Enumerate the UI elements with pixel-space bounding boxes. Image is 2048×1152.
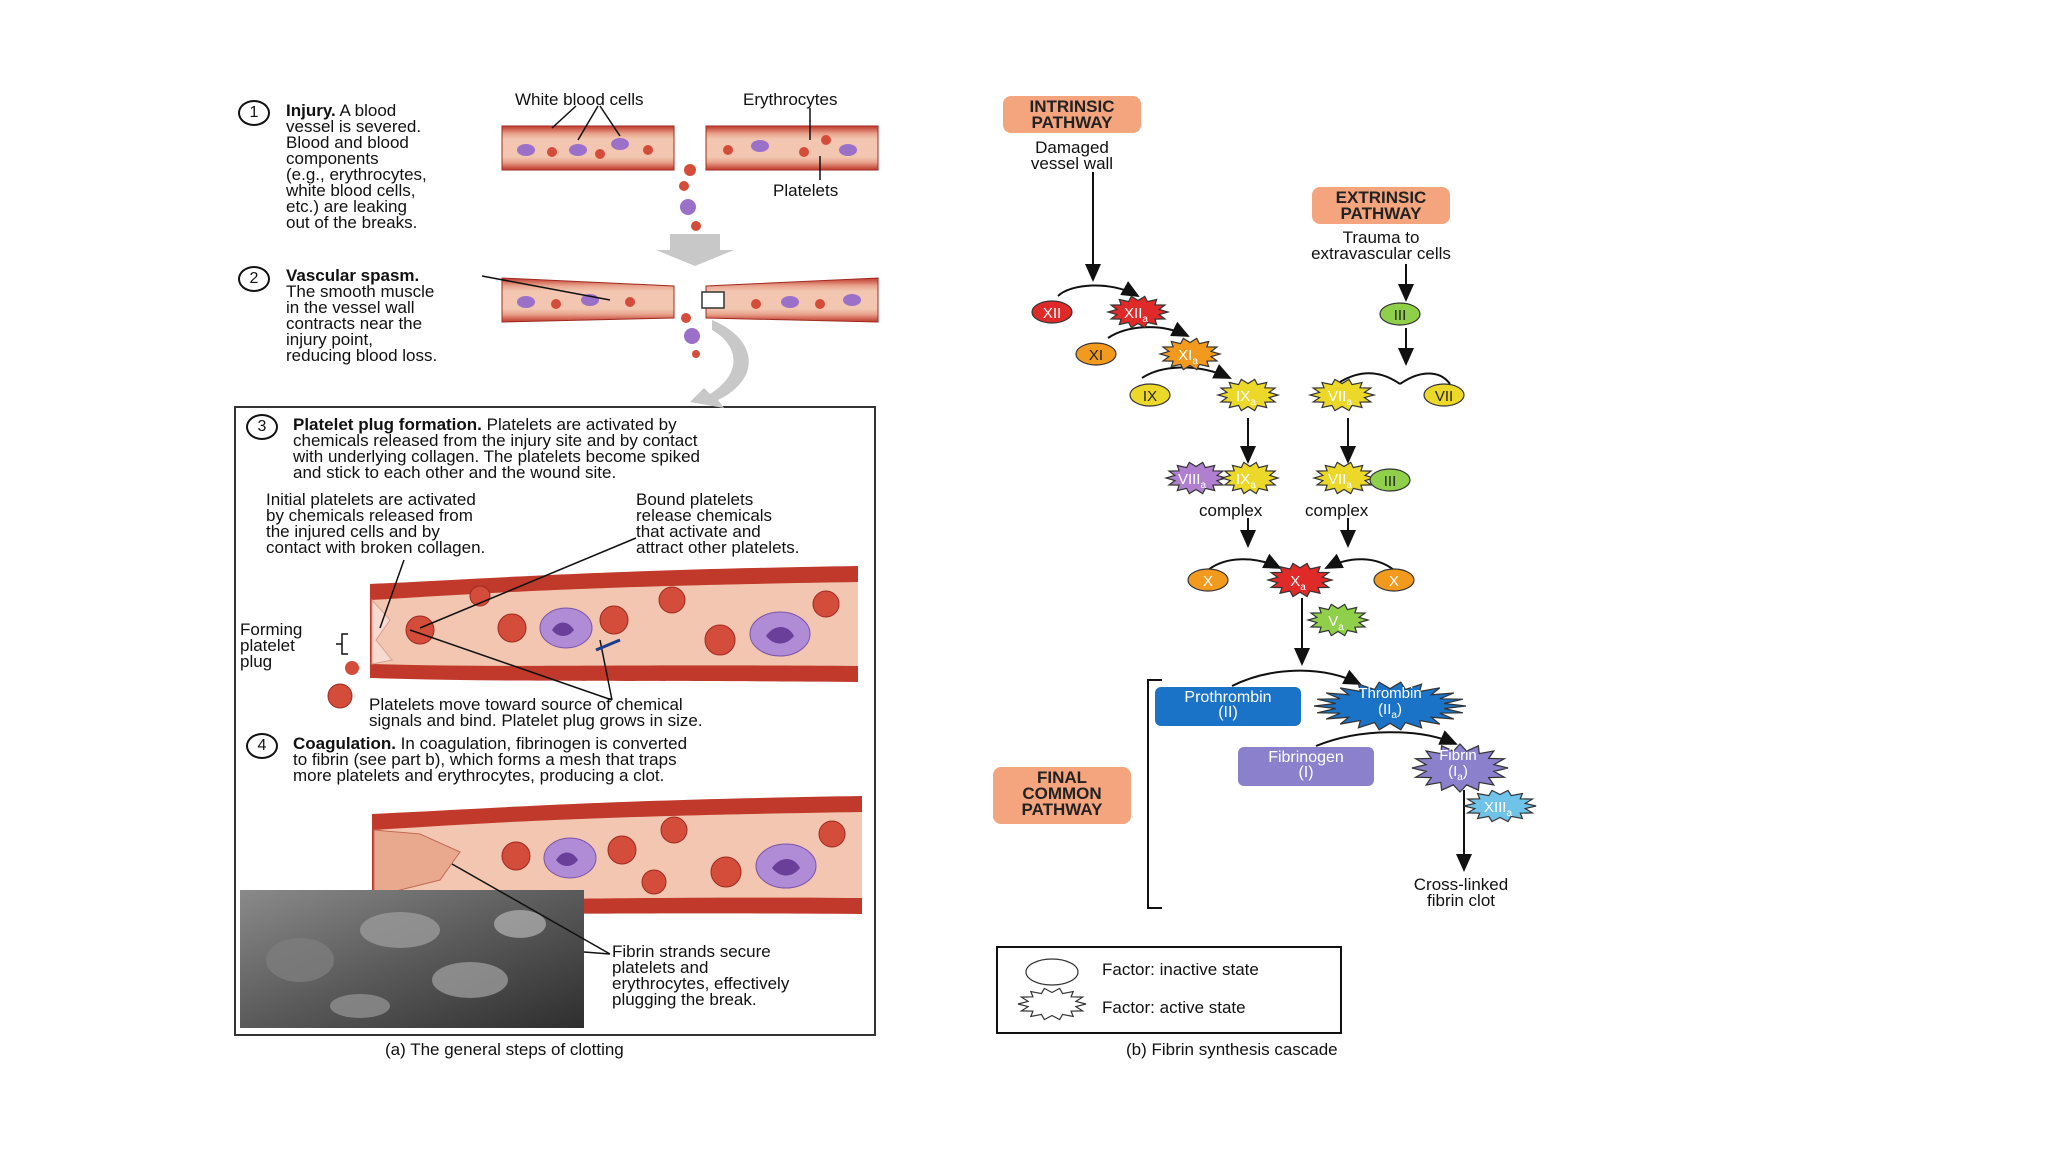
step1-title: Injury. [286,101,336,120]
legend-active-label: Factor: active state [1102,998,1246,1017]
label-thrombin-code: (IIa) [1378,701,1402,721]
note-bound-platelets: Bound platelets release chemicals that a… [636,490,800,557]
factor-shapes [1017,295,1537,1021]
label-forming-platelet-plug: Forming platelet plug [240,620,303,671]
caption-general-steps: (a) The general steps of clotting [385,1040,624,1059]
label-viii-complex: VIIIa [1178,471,1207,491]
factor-ixa [1215,378,1281,412]
label-erythrocytes: Erythrocytes [743,90,838,109]
vessel-spasm [481,275,879,408]
factor-xi [1075,342,1117,366]
factor-viia-complex [1311,461,1377,495]
step1-text: Injury. A blood vessel is severed. Blood… [286,101,427,232]
step2-title: Vascular spasm. [286,266,420,285]
step4-text: Coagulation. In coagulation, fibrinogen … [293,734,688,785]
label-fibrin-code: (Ia) [1448,763,1468,783]
label-ixa-complex: IXa [1236,471,1256,491]
step3-number: 3 [246,414,278,440]
complex-right-label: complex [1305,501,1369,520]
label-x-left: X [1203,573,1213,590]
factor-xa [1265,562,1335,598]
label-thrombin: Thrombin [1358,685,1421,702]
white-blood-cell [517,144,535,156]
factor-x-left [1187,568,1229,592]
factor-xii [1031,300,1073,324]
factor-viia [1307,378,1377,412]
vessel-coagulation [240,796,862,1028]
step3-title: Platelet plug formation. [293,415,482,434]
label-viia-complex: VIIa [1328,471,1352,491]
thrombin-burst [1313,681,1467,731]
vessel-severed [501,105,879,242]
label-fibrin: Fibrin [1439,747,1477,764]
factor-iii-complex [1369,468,1411,492]
white-blood-cell [751,140,769,152]
step1-number: 1 [238,100,270,126]
forming-plug [371,598,393,665]
label-x-right: X [1389,573,1399,590]
white-blood-cell [569,144,587,156]
complex-left-label: complex [1199,501,1263,520]
label-xi: XI [1089,347,1103,364]
label-white-blood-cells: White blood cells [515,90,644,109]
label-iii-complex: III [1384,473,1397,490]
step4-number: 4 [246,733,278,759]
label-xiiia: XIIIa [1484,799,1513,819]
note-initial-platelets: Initial platelets are activated by chemi… [266,490,486,557]
vessel-platelet-plug [327,537,858,709]
label-iii: III [1394,307,1407,324]
note-fibrin-strands: Fibrin strands secure platelets and eryt… [612,942,790,1009]
label-va: Va [1328,613,1344,633]
label-ixa: IXa [1236,388,1256,408]
factor-labels: XII XIIa XI XIa IX IXa III VIIa VII VIII… [1043,305,1513,819]
down-arrow-icon [656,234,734,266]
label-ix: IX [1143,388,1157,405]
factor-xiia [1105,295,1171,329]
factor-va [1305,603,1371,637]
legend-inactive-shape [1025,958,1079,986]
factor-xiiia [1463,789,1537,823]
factor-xia [1157,337,1223,371]
factor-x-right [1373,568,1415,592]
white-blood-cell [839,144,857,156]
fibrinogen-box: Fibrinogen(I) [1238,747,1374,786]
legend-active-shape [1017,987,1087,1021]
label-vii: VII [1435,388,1453,405]
legend-inactive-label: Factor: inactive state [1102,960,1259,979]
fibrin-burst [1411,743,1509,793]
step2-number: 2 [238,266,270,292]
factor-ix [1129,383,1171,407]
zoom-inset-marker [701,291,725,309]
factor-viii-complex [1163,461,1229,495]
prothrombin-box: Prothrombin(II) [1155,687,1301,726]
label-viia: VIIa [1328,388,1352,408]
step4-title: Coagulation. [293,734,396,753]
step2-text: Vascular spasm. The smooth muscle in the… [286,266,438,365]
label-xii: XII [1043,305,1061,322]
label-xa: Xa [1290,573,1306,593]
curved-arrow-icon [690,320,749,408]
factor-iii [1379,302,1421,326]
step3-text: Platelet plug formation. Platelets are a… [293,415,700,482]
factor-ixa-complex [1219,461,1281,495]
white-blood-cell [611,138,629,150]
factor-vii [1423,383,1465,407]
caption-fibrin-cascade: (b) Fibrin synthesis cascade [1126,1040,1338,1059]
note-platelets-move: Platelets move toward source of chemical… [369,695,703,730]
cascade-connectors [1057,172,1472,909]
label-platelets: Platelets [773,181,839,200]
label-xia: XIa [1178,347,1198,367]
label-xiia: XIIa [1124,305,1148,325]
